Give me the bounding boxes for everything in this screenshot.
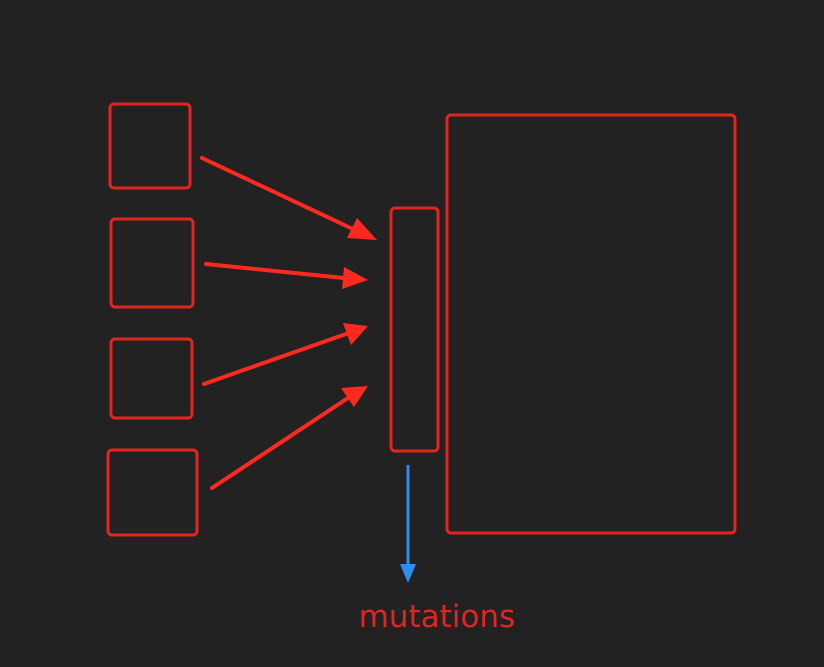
arrow-3	[202, 323, 368, 386]
source-box-2	[109, 217, 195, 309]
target-box	[445, 113, 737, 535]
source-box-1	[108, 102, 192, 190]
mutation-buffer-box	[389, 206, 440, 453]
source-box-3	[109, 337, 194, 420]
arrow-4	[210, 386, 368, 490]
mutations-label: mutations	[359, 599, 516, 635]
arrow-1	[200, 156, 377, 240]
output-arrow	[400, 465, 416, 583]
source-box-4	[106, 448, 199, 537]
arrow-2	[204, 262, 368, 289]
